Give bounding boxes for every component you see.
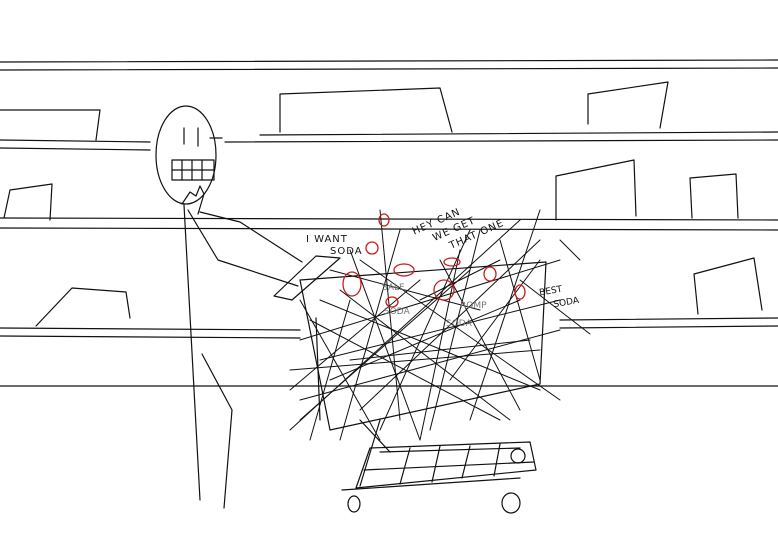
dad-speech-line-2: SODA [330, 246, 363, 257]
side-note-line-2: SODA [553, 296, 581, 310]
cart-labels: SALE SODA ROMP SODA [382, 283, 487, 329]
shopping-cart [273, 255, 547, 514]
dad-speech-line-1: I WANT [306, 234, 348, 245]
side-note: BEST SODA [539, 285, 581, 311]
speech-bubble-kid: HEY CAN WE GET THAT ONE [411, 207, 506, 253]
red-circle-marks [342, 213, 526, 308]
cart-wheel [347, 495, 361, 513]
speech-bubble-dad: I WANT SODA [306, 234, 363, 257]
cart-label-3: ROMP [460, 301, 487, 311]
head [155, 105, 217, 205]
side-note-line-1: BEST [539, 285, 564, 299]
cart-label-4: SODA [446, 319, 473, 329]
cart-label-2: SODA [384, 307, 411, 317]
cart-wheel [501, 492, 521, 514]
cart-label-1: SALE [382, 283, 405, 293]
shelf-products [0, 81, 763, 327]
stick-figure-person [155, 105, 303, 509]
store-shelves [0, 59, 778, 387]
